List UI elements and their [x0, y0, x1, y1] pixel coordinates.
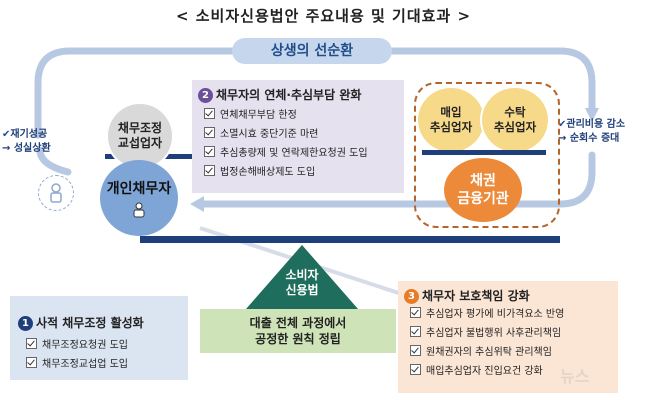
section3-item: 매입추심업자 진입요건 강화: [410, 362, 564, 381]
person-icon: [38, 175, 74, 211]
principle-box: 대출 전체 과정에서 공정한 원칙 정립: [200, 309, 396, 353]
page-title: < 소비자신용법안 주요내용 및 기대효과 >: [175, 7, 472, 25]
checkbox-icon: [204, 108, 215, 119]
bond-institution-line2: 금융기관: [457, 191, 509, 207]
principle-line2: 공정한 원칙 정립: [255, 332, 341, 346]
checkbox-icon: [410, 326, 421, 337]
right-note-line1: 관리비용 감소: [566, 119, 626, 130]
center-line1: 소비자: [285, 268, 319, 282]
section3-title: 채무자 보호책임 강화: [422, 289, 530, 303]
arrowhead-bottom-left: [190, 196, 204, 212]
section1-number: 1: [18, 316, 33, 331]
cycle-arrow-left-return: [36, 146, 72, 176]
center-line2: 신용법: [285, 283, 319, 297]
check-icon: ✔: [558, 119, 567, 130]
checkbox-icon: [26, 338, 37, 349]
cycle-arrow-bottom: [196, 151, 596, 208]
consignee-line2: 추심업자: [493, 120, 537, 134]
consignee-line1: 수탁: [504, 105, 526, 119]
cycle-arrow-top-right: [388, 47, 596, 114]
consignee-collector-node: 수탁 추심업자: [480, 86, 550, 154]
principle-line1: 대출 전체 과정에서: [249, 316, 347, 330]
section3-item: 추심업자 불법행위 사후관리책임: [410, 324, 564, 343]
individual-debtor-label: 개인채무자: [106, 181, 172, 197]
section1-title: 사적 채무조정 활성화: [36, 316, 144, 330]
debt-adjuster-line2: 교섭업자: [117, 136, 163, 150]
scale-beam: [140, 236, 560, 243]
left-effect-note: ✔재기성공 → 성실상환: [2, 128, 51, 156]
checkbox-icon: [204, 127, 215, 138]
scale-platform-right: [422, 150, 546, 155]
bond-institution-node: 채권 금융기관: [444, 158, 522, 222]
left-note-line2: → 성실상환: [2, 143, 51, 154]
checkbox-icon: [410, 364, 421, 375]
section2-item: 소멸시효 중단기준 마련: [204, 125, 368, 144]
checkbox-icon: [204, 146, 215, 157]
checkbox-icon: [26, 357, 37, 368]
section2-number: 2: [198, 88, 213, 103]
checkbox-icon: [410, 345, 421, 356]
checkbox-icon: [410, 307, 421, 318]
creditor-group-frame: [414, 82, 560, 228]
checkbox-icon: [204, 165, 215, 176]
section3-item: 원채권자의 추심위탁 관리책임: [410, 343, 564, 362]
section2-title: 채무자의 연체·추심부담 완화: [216, 88, 362, 102]
arrowhead-right-down: [585, 108, 599, 122]
section2-item: 연체채무부담 한정: [204, 106, 368, 125]
right-effect-note: ✔관리비용 감소 → 순회수 증대: [558, 118, 625, 146]
cycle-label: 상생의 선순환: [232, 38, 392, 64]
section2-item: 추심총량제 및 연락제한요청권 도입: [204, 144, 368, 163]
section1-item: 채무조정요청권 도입: [26, 336, 128, 355]
purchaser-line1: 매입: [440, 105, 462, 119]
right-note-line2: → 순회수 증대: [558, 133, 620, 144]
cycle-arrow-top-left: [34, 47, 236, 139]
person-small-icon: [133, 202, 145, 218]
purchaser-line2: 추심업자: [429, 120, 473, 134]
section3-item: 추심업자 평가에 비가격요소 반영: [410, 305, 564, 324]
consumer-credit-act-triangle: [246, 245, 358, 309]
section2-item: 법정손해배상제도 도입: [204, 163, 368, 182]
bond-institution-line1: 채권: [470, 173, 496, 189]
purchaser-collector-node: 매입 추심업자: [416, 86, 486, 154]
check-icon: ✔: [2, 129, 11, 140]
individual-debtor-node: 개인채무자: [100, 160, 178, 236]
section1-item: 채무조정교섭업 도입: [26, 355, 128, 374]
debt-adjuster-line1: 채무조정: [117, 121, 163, 135]
consumer-credit-act-label: 소비자 신용법: [244, 268, 360, 298]
left-note-line1: 재기성공: [10, 129, 48, 140]
section3-number: 3: [404, 289, 419, 304]
watermark: 뉴스: [560, 367, 590, 386]
